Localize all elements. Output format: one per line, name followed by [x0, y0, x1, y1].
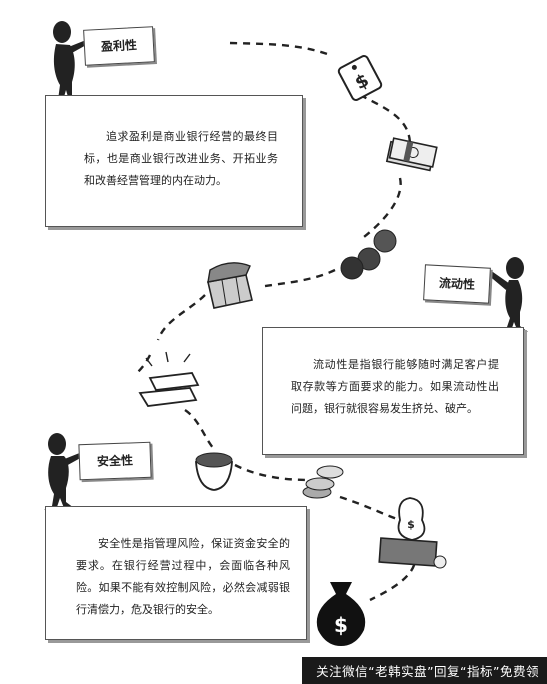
sign-profitability: 盈利性	[83, 26, 155, 66]
panel-profitability: 追求盈利是商业银行经营的最终目标，也是商业银行改进业务、开拓业务和改善经营管理的…	[45, 95, 303, 227]
svg-text:$: $	[334, 613, 348, 637]
coins-icon	[340, 229, 397, 280]
sign-liquidity: 流动性	[423, 264, 491, 304]
figure-holding-sign-icon	[50, 21, 88, 105]
cash-bundle-icon	[385, 137, 438, 172]
treasure-chest-icon	[207, 262, 253, 309]
panel-safety: 安全性是指管理风险，保证资金安全的要求。在银行经营过程中，会面临各种风险。如果不…	[45, 506, 307, 640]
money-bag-with-cash-icon: $	[378, 497, 447, 569]
coin-pot-icon	[195, 452, 233, 491]
wechat-footer-banner: 关注微信“老韩实盘”回复“指标”免费领	[302, 657, 547, 684]
dollar-bag-icon: $	[316, 582, 366, 646]
gold-bars-icon	[138, 351, 200, 407]
dashed-path	[134, 41, 417, 602]
sign-safety: 安全性	[78, 441, 152, 481]
coin-stack-icon	[302, 465, 344, 499]
figure-holding-sign-icon	[487, 257, 528, 334]
panel-liquidity: 流动性是指银行能够随时满足客户提取存款等方面要求的能力。如果流动性出问题，银行就…	[262, 327, 524, 455]
svg-text:$: $	[407, 518, 415, 531]
price-tag-icon: $	[337, 55, 383, 101]
